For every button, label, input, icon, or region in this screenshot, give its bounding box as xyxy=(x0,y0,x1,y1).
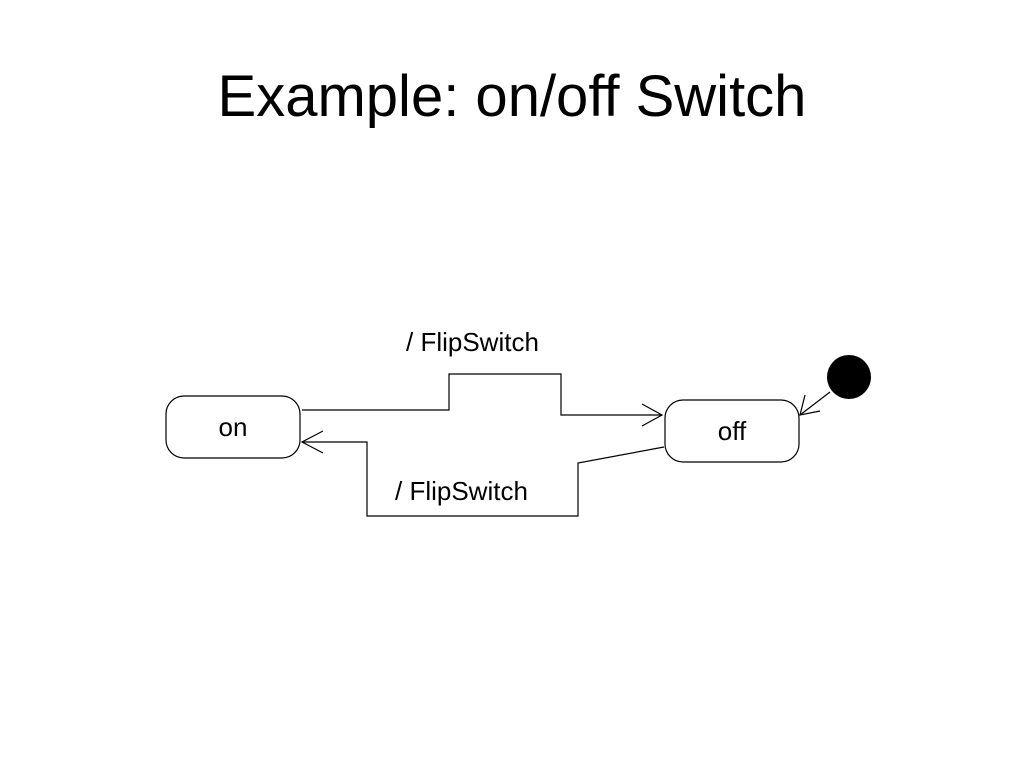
transition-off-to-on-line xyxy=(302,441,665,517)
slide-title: Example: on/off Switch xyxy=(217,64,807,129)
state-off[interactable]: off xyxy=(664,399,800,463)
state-on[interactable]: on xyxy=(165,395,301,459)
initial-transition-arrowhead xyxy=(799,394,821,416)
transition-off-to-on: / FlipSwitch xyxy=(300,430,665,517)
initial-transition xyxy=(799,355,871,416)
transition-off-to-on-label: / FlipSwitch xyxy=(395,476,528,506)
transition-on-to-off-arrowhead xyxy=(641,403,664,427)
initial-transition-line xyxy=(799,391,831,416)
state-off-box xyxy=(664,399,800,463)
transition-off-to-on-arrowhead xyxy=(300,430,324,454)
state-off-label: off xyxy=(718,416,747,446)
state-on-box xyxy=(165,395,301,459)
state-on-label: on xyxy=(219,412,248,442)
initial-state-dot xyxy=(827,355,871,399)
transition-on-to-off-label: / FlipSwitch xyxy=(406,327,539,357)
transition-on-to-off-line xyxy=(302,373,662,416)
transition-on-to-off: / FlipSwitch xyxy=(302,327,664,427)
